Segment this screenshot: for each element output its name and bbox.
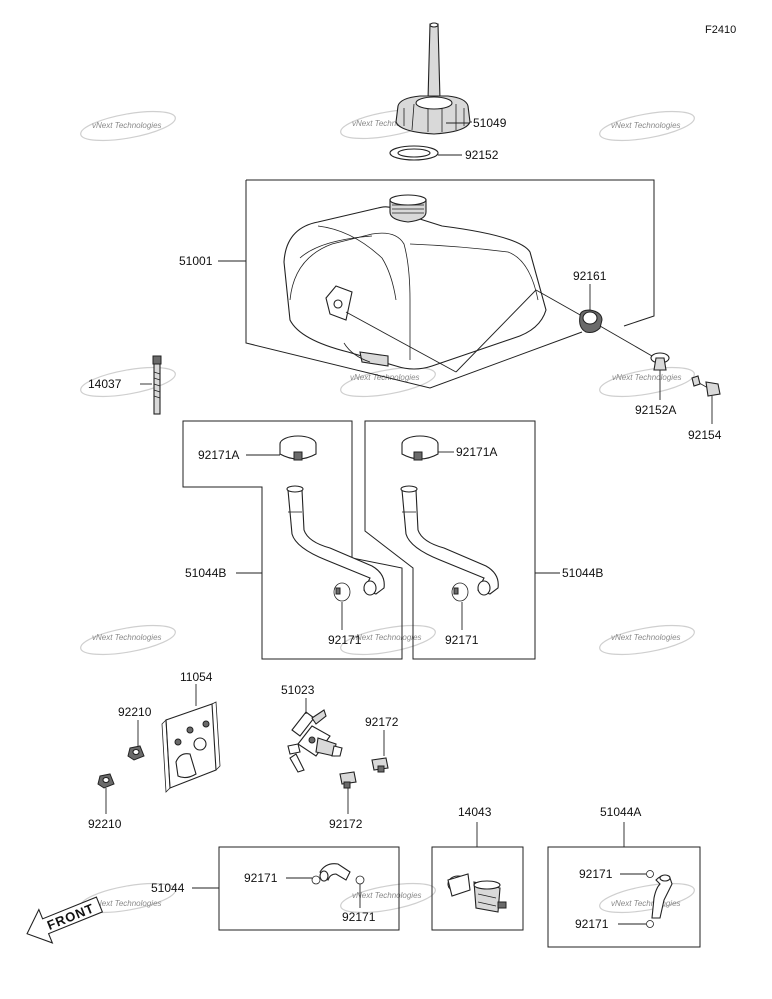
label-51023: 51023: [281, 683, 315, 697]
screw-bottom[interactable]: [339, 771, 357, 789]
label-92210-top: 92210: [118, 705, 152, 719]
watermark-group: vNext Technologies vNext Technologies vN…: [80, 108, 695, 914]
watermark-5: vNext Technologies: [340, 366, 436, 398]
watermark-text: vNext Technologies: [92, 899, 162, 908]
collar[interactable]: [650, 352, 670, 371]
watermark-1: vNext Technologies: [80, 110, 176, 142]
hose-clip-right[interactable]: [451, 582, 469, 602]
label-92171-right: 92171: [445, 633, 479, 647]
watermark-text: vNext Technologies: [350, 373, 420, 382]
nut-top[interactable]: [127, 745, 145, 761]
label-92171-left: 92171: [328, 633, 362, 647]
fuel-cap-assembly[interactable]: [395, 22, 471, 135]
label-51044A: 51044A: [600, 805, 641, 819]
watermark-text: vNext Technologies: [611, 633, 681, 642]
label-92152A: 92152A: [635, 403, 676, 417]
label-51044B-left: 51044B: [185, 566, 226, 580]
watermark-text: vNext Technologies: [352, 119, 422, 128]
watermark-3: vNext Technologies: [599, 110, 695, 142]
watermark-7: vNext Technologies: [80, 624, 176, 656]
label-92171-box-a: 92171: [244, 871, 278, 885]
watermark-12: vNext Technologies: [599, 882, 695, 914]
fuel-hose-right[interactable]: [400, 485, 499, 596]
grommet[interactable]: [579, 309, 603, 333]
fuel-cap: [395, 95, 471, 135]
watermark-4: [80, 366, 176, 398]
fuel-tank[interactable]: [283, 194, 547, 370]
watermark-9: vNext Technologies: [599, 624, 695, 656]
long-bolt[interactable]: [152, 355, 162, 415]
hose-box-right: [364, 420, 536, 660]
label-92161: 92161: [573, 269, 607, 283]
label-92152: 92152: [465, 148, 499, 162]
tank-frame: [245, 179, 655, 389]
fuel-cock[interactable]: [287, 709, 343, 773]
label-51001: 51001: [179, 254, 213, 268]
clip-51044A-top[interactable]: [646, 870, 654, 878]
label-14043: 14043: [458, 805, 492, 819]
label-92171-box-c: 92171: [579, 867, 613, 881]
watermark-text: vNext Technologies: [611, 899, 681, 908]
hose-clamp-right[interactable]: [401, 435, 439, 461]
label-92171A-left: 92171A: [198, 448, 239, 462]
cap-gasket[interactable]: [389, 145, 439, 161]
label-92171-box-b: 92171: [342, 910, 376, 924]
watermark-text: vNext Technologies: [92, 121, 162, 130]
label-92171A-right: 92171A: [456, 445, 497, 459]
fuel-filter[interactable]: [447, 873, 507, 913]
front-direction-arrow: FRONT: [26, 896, 104, 944]
watermark-8: vNext Technologies: [340, 624, 436, 656]
watermark-text: vNext Technologies: [352, 633, 422, 642]
label-51044B-right: 51044B: [562, 566, 603, 580]
watermark-text: vNext Technologies: [92, 633, 162, 642]
watermark-6: vNext Technologies: [599, 366, 695, 398]
label-92154: 92154: [688, 428, 722, 442]
watermark-11: vNext Technologies: [340, 882, 436, 914]
clip-51044A-bottom[interactable]: [646, 920, 654, 928]
nut-bottom[interactable]: [97, 773, 115, 789]
hose-box-left: [182, 420, 403, 660]
label-92172-bottom: 92172: [329, 817, 363, 831]
watermark-text: vNext Technologies: [611, 121, 681, 130]
fuel-hose-51044A[interactable]: [651, 874, 673, 919]
label-14037: 14037: [88, 377, 122, 391]
clip-51044-a[interactable]: [311, 875, 321, 885]
label-92171-box-d: 92171: [575, 917, 609, 931]
hose-box-51044A: [547, 846, 701, 948]
fuel-hose-short[interactable]: [319, 863, 351, 882]
filter-box: [431, 846, 524, 931]
watermark-text: vNext Technologies: [612, 373, 682, 382]
flange-bolt[interactable]: [691, 375, 721, 397]
clip-51044-b[interactable]: [355, 875, 365, 885]
label-51049: 51049: [473, 116, 507, 130]
label-92172-top: 92172: [365, 715, 399, 729]
hose-clamp-left[interactable]: [279, 435, 317, 461]
front-label: FRONT: [45, 900, 97, 933]
label-51044: 51044: [151, 881, 185, 895]
mounting-bracket[interactable]: [161, 701, 221, 793]
breather-tube: [427, 23, 441, 101]
screw-top[interactable]: [371, 757, 389, 773]
fuel-hose-left[interactable]: [286, 485, 385, 596]
hose-clip-left[interactable]: [333, 582, 351, 602]
figure-code: F2410: [705, 24, 736, 36]
label-11054: 11054: [180, 670, 213, 684]
label-92210-bottom: 92210: [88, 817, 122, 831]
watermark-text: vNext Technologies: [352, 891, 422, 900]
hose-box-51044: [218, 846, 400, 931]
